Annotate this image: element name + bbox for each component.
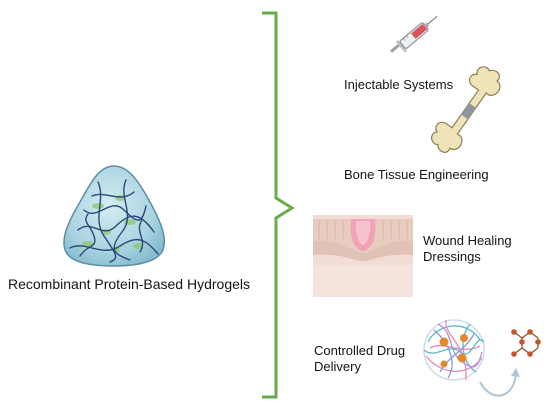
wound-label-line1: Wound Healing [423,233,512,248]
drug-label-line2: Delivery [314,359,361,374]
syringe-icon [390,15,438,53]
bone-label: Bone Tissue Engineering [344,167,489,182]
hydrogel-label: Recombinant Protein-Based Hydrogels [8,276,251,292]
wound-label-line2: Dressings [423,249,481,264]
drug-label-line1: Controlled Drug [314,343,406,358]
injectable-label: Injectable Systems [344,77,454,92]
skin-wound-icon [313,215,413,297]
drug-delivery-icon [423,319,541,397]
hydrogel-icon [63,165,166,267]
curly-bracket [262,11,295,399]
bone-icon [431,66,501,153]
